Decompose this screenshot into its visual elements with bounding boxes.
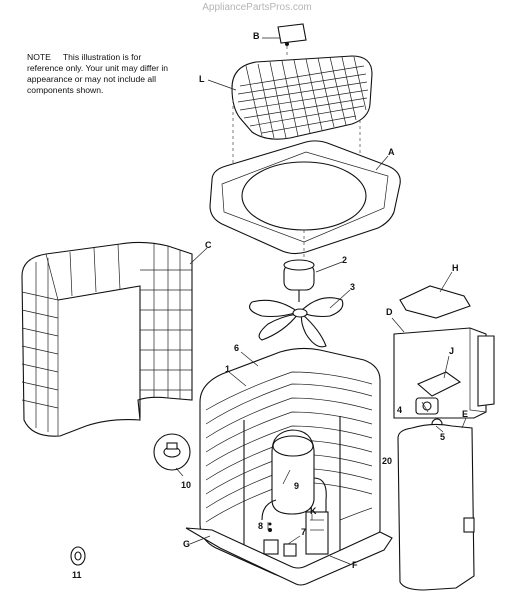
callout-j: J xyxy=(449,346,455,356)
callout-9: 9 xyxy=(294,481,300,491)
access-panel-icon xyxy=(397,423,475,591)
watermark: AppliancePartsPros.com xyxy=(202,2,312,13)
callout-2: 2 xyxy=(342,255,348,265)
callout-b: B xyxy=(253,31,260,41)
callout-e: E xyxy=(462,409,469,419)
callout-3: 3 xyxy=(350,282,356,292)
cap-plate-icon xyxy=(277,23,307,58)
coil-guard-icon xyxy=(21,241,193,437)
callout-h: H xyxy=(452,263,459,273)
callout-d: D xyxy=(386,307,393,317)
callout-1: 1 xyxy=(225,364,231,374)
callout-c: C xyxy=(205,240,212,250)
service-valve-icon xyxy=(263,522,297,557)
leader-lines xyxy=(175,37,467,565)
callout-f: F xyxy=(352,560,358,570)
callout-4: 4 xyxy=(397,405,403,415)
fan-motor-icon xyxy=(283,259,315,302)
callout-7: 7 xyxy=(301,527,307,537)
control-panel-icon xyxy=(305,511,329,555)
note-body: This illustration is for reference only.… xyxy=(27,52,169,95)
callout-20: 20 xyxy=(382,456,393,466)
compressor-icon xyxy=(261,429,327,521)
fan-blade-icon xyxy=(249,297,344,348)
callout-l: L xyxy=(199,74,205,84)
detail-bubble-icon xyxy=(153,433,191,471)
callout-8: 8 xyxy=(258,521,264,531)
callout-k: K xyxy=(310,506,317,516)
callout-10: 10 xyxy=(181,480,192,490)
callout-5: 5 xyxy=(440,432,446,442)
cover-plate-icon xyxy=(399,285,471,319)
callout-6: 6 xyxy=(234,343,240,353)
control-box-icon xyxy=(393,327,495,419)
callout-g: G xyxy=(183,539,191,549)
callout-11: 11 xyxy=(72,570,82,580)
note-heading: NOTE xyxy=(27,52,51,62)
fitting-icon xyxy=(70,546,86,566)
callout-a: A xyxy=(388,147,395,157)
top-panel-icon xyxy=(209,140,401,262)
grille-top-icon xyxy=(231,55,373,190)
